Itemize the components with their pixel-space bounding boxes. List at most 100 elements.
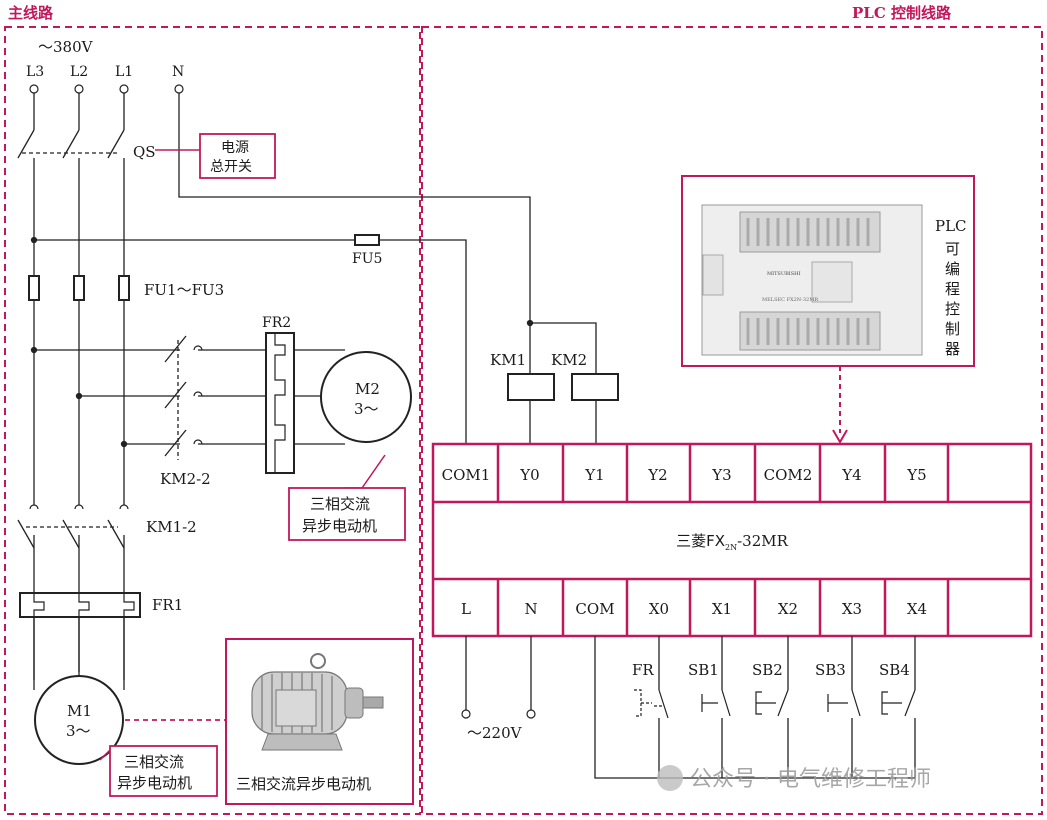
motor-m1-name: M1 <box>67 702 92 720</box>
plc-output-terminal-y3: Y3 <box>711 466 731 484</box>
plc-input-terminal-n: N <box>524 600 537 618</box>
plc-output-terminal-com2: COM2 <box>764 466 813 484</box>
motor-photo-illustration <box>251 653 384 751</box>
sb1-button-symbol <box>701 689 731 717</box>
motor-m1 <box>34 675 124 765</box>
qs-label: QS <box>133 143 156 161</box>
km1-2-contacts <box>17 504 129 549</box>
plc-circuit-frame <box>421 26 1043 815</box>
plc-input-cell-dividers <box>496 579 950 636</box>
phase-label-l3: L3 <box>26 64 44 80</box>
fr1-thermal-relay <box>19 592 141 618</box>
plc-label-4: 控 <box>945 300 960 318</box>
plc-label-3: 程 <box>945 280 960 298</box>
phase-label-l1: L1 <box>115 64 133 80</box>
fr2-thermal-relay <box>265 332 295 474</box>
motor2-callout-box <box>288 487 406 541</box>
main-circuit-frame <box>4 26 421 815</box>
fr2-elements <box>274 333 286 473</box>
terminal-l3 <box>29 84 39 94</box>
plc-input-terminal-x3: X3 <box>842 600 862 618</box>
plc-output-terminal-y2: Y2 <box>647 466 667 484</box>
sb4-button-symbol <box>881 689 916 717</box>
plc-output-terminal-y4: Y4 <box>841 466 861 484</box>
km2-2-label: KM2-2 <box>160 470 211 488</box>
plc-input-terminal-l: L <box>461 600 471 618</box>
motor1-callout-box <box>109 745 218 797</box>
phase-label-n: N <box>172 64 184 80</box>
motor2-callout-pointer <box>345 454 386 489</box>
supply-220-wires <box>465 636 532 710</box>
input-label-sb3: SB3 <box>815 661 846 679</box>
fr2-label: FR2 <box>262 315 291 331</box>
supply-terminals <box>29 84 184 94</box>
plc-label-5: 制 <box>945 320 960 338</box>
fr1-elements <box>33 593 135 617</box>
plc-output-terminal-y1: Y1 <box>584 466 604 484</box>
km2-contact-arcs <box>193 345 203 445</box>
plc-photo-arrowhead <box>832 429 848 444</box>
sb3-button-symbol <box>827 689 861 717</box>
coil-km1 <box>507 373 555 401</box>
fuses-fu1-fu3 <box>28 275 130 301</box>
plc-input-terminal-x2: X2 <box>778 600 798 618</box>
motor-m1-phase: 3～ <box>66 722 91 740</box>
qs-callout-line2: 总开关 <box>210 159 252 175</box>
input-label-sb1: SB1 <box>688 661 719 679</box>
input-label-fr: FR <box>632 661 654 679</box>
fuses-label: FU1～FU3 <box>144 281 224 299</box>
supply-220-terminal-n <box>526 709 536 719</box>
plc-model-prefix: 三菱FX <box>676 532 725 550</box>
plc-photo-illustration <box>701 204 923 356</box>
plc-terminal-block <box>431 442 1033 638</box>
plc-output-terminal-y5: Y5 <box>906 466 926 484</box>
plc-block-dividers <box>433 500 1031 581</box>
plc-model-sub: 2N <box>725 543 737 552</box>
qs-callout-line1: 电源 <box>221 140 249 156</box>
km1-2-label: KM1-2 <box>146 518 197 536</box>
plc-label-1: 可 <box>945 240 960 258</box>
motor-m2-phase: 3～ <box>354 400 379 418</box>
motor-m2 <box>320 351 412 443</box>
coil-km1-label: KM1 <box>490 351 526 369</box>
plc-label-0: PLC <box>935 217 967 235</box>
fr-contact-symbol <box>634 689 669 719</box>
coil-km2-label: KM2 <box>551 351 587 369</box>
input-label-sb4: SB4 <box>879 661 910 679</box>
motor1-callout-line2: 异步电动机 <box>117 774 192 792</box>
plc-output-terminal-com1: COM1 <box>442 466 491 484</box>
plc-input-terminal-com: COM <box>575 600 614 618</box>
coil-km2 <box>571 373 619 401</box>
terminal-n <box>174 84 184 94</box>
motor2-callout-line2: 异步电动机 <box>302 517 377 535</box>
plc-photo-model: MELSEC FX2N-32MR <box>762 297 818 303</box>
motor1-callout-line1: 三相交流 <box>124 753 184 771</box>
input-label-sb2: SB2 <box>752 661 783 679</box>
terminal-l2 <box>74 84 84 94</box>
plc-input-terminal-x4: X4 <box>907 600 927 618</box>
supply-220-label: ～220V <box>467 724 523 742</box>
fr1-label: FR1 <box>152 596 183 614</box>
qs-callout-box <box>199 133 276 179</box>
plc-model-label: 三菱FX2N-32MR <box>676 532 789 552</box>
plc-model-suffix: -32MR <box>737 532 789 550</box>
plc-label-6: 器 <box>945 340 960 358</box>
sb2-button-symbol <box>755 689 789 717</box>
supply-voltage-label: ～380V <box>38 38 94 56</box>
motor-photo-caption: 三相交流异步电动机 <box>236 775 371 793</box>
fu5-label: FU5 <box>352 251 382 267</box>
motor-m2-name: M2 <box>355 380 380 398</box>
fuse-fu5 <box>354 234 380 246</box>
plc-photo-brand: MITSUBISHI <box>767 271 801 277</box>
motor-m1-leads <box>33 617 125 690</box>
plc-output-cell-dividers <box>496 444 950 502</box>
terminal-l1 <box>119 84 129 94</box>
plc-input-terminal-x1: X1 <box>712 600 732 618</box>
wechat-icon <box>657 765 683 791</box>
main-circuit-title: 主线路 <box>8 4 54 22</box>
phase-label-l2: L2 <box>70 64 88 80</box>
plc-label-2: 编 <box>945 260 960 278</box>
plc-output-terminal-y0: Y0 <box>519 466 539 484</box>
plc-input-terminal-x0: X0 <box>649 600 669 618</box>
